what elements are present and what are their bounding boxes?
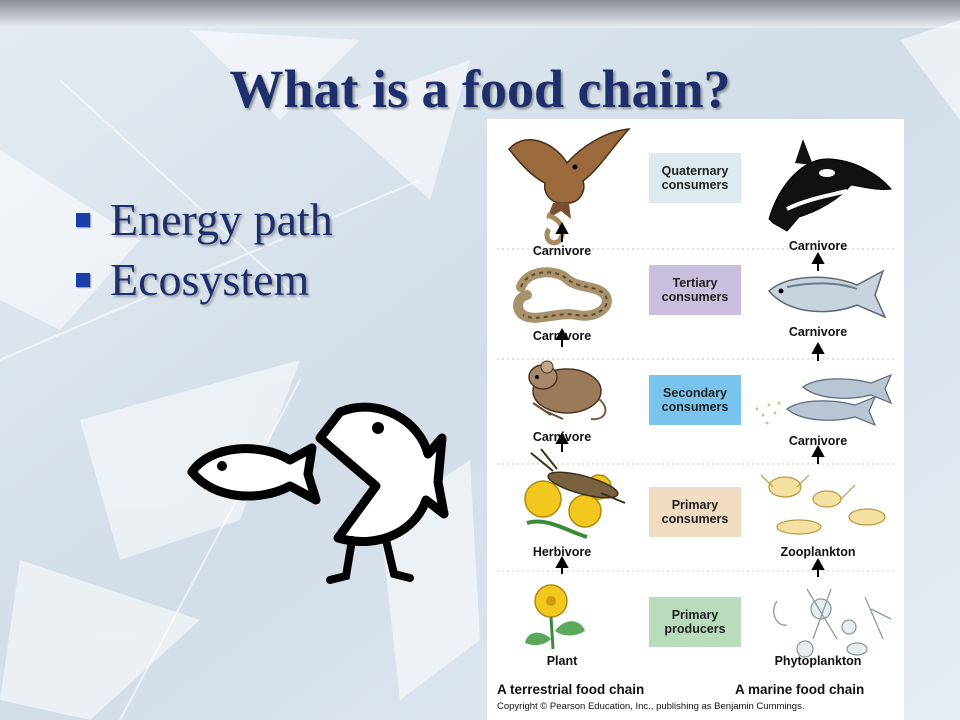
bullet-text: Ecosystem xyxy=(110,254,310,305)
diagram-artwork xyxy=(497,128,894,658)
level-tertiary-consumers: Tertiary consumers xyxy=(649,265,741,315)
level-primary-consumers: Primary consumers xyxy=(649,487,741,537)
terrestrial-label-primary-consumer: Herbivore xyxy=(532,545,592,559)
marine-caption: A marine food chain xyxy=(735,682,865,697)
level-secondary-consumers: Secondary consumers xyxy=(649,375,741,425)
slide-title: What is a food chain? xyxy=(229,59,731,119)
bullet-item: Energy path xyxy=(76,190,333,250)
bullet-item: Ecosystem xyxy=(76,250,333,310)
square-bullet-icon xyxy=(76,273,90,287)
level-quaternary-consumers: Quaternary consumers xyxy=(649,153,741,203)
marine-label-producer: Phytoplankton xyxy=(774,654,862,668)
square-bullet-icon xyxy=(76,213,90,227)
snake-icon xyxy=(513,267,612,323)
bullet-list: Energy path Ecosystem xyxy=(76,190,333,310)
phytoplankton-icon xyxy=(773,588,892,658)
terrestrial-label-tertiary: Carnivore xyxy=(532,329,592,343)
hawk-icon xyxy=(508,128,631,246)
level-primary-producers: Primary producers xyxy=(649,597,741,647)
marine-label-quaternary: Carnivore xyxy=(788,239,848,253)
small-fish-icon xyxy=(755,373,893,427)
food-chain-diagram: Quaternary consumers Tertiary consumers … xyxy=(487,119,904,720)
flower-icon xyxy=(525,584,585,650)
terrestrial-label-secondary: Carnivore xyxy=(532,430,592,444)
fish-eating-fish-icon xyxy=(187,402,449,584)
bullet-text: Energy path xyxy=(110,194,333,245)
copyright-text: Copyright © Pearson Education, Inc., pub… xyxy=(497,701,805,712)
grasshopper-icon xyxy=(524,448,626,539)
marine-arrows xyxy=(811,251,825,577)
zooplankton-icon xyxy=(760,474,886,535)
terrestrial-caption: A terrestrial food chain xyxy=(497,682,645,697)
marine-label-secondary: Carnivore xyxy=(788,434,848,448)
mouse-icon xyxy=(528,360,607,421)
terrestrial-label-quaternary: Carnivore xyxy=(532,244,592,258)
terrestrial-arrows xyxy=(555,221,569,574)
marine-label-primary-consumer: Zooplankton xyxy=(780,545,856,559)
killer-whale-icon xyxy=(768,139,892,232)
tuna-icon xyxy=(767,269,887,319)
terrestrial-label-producer: Plant xyxy=(546,654,578,668)
marine-label-tertiary: Carnivore xyxy=(788,325,848,339)
